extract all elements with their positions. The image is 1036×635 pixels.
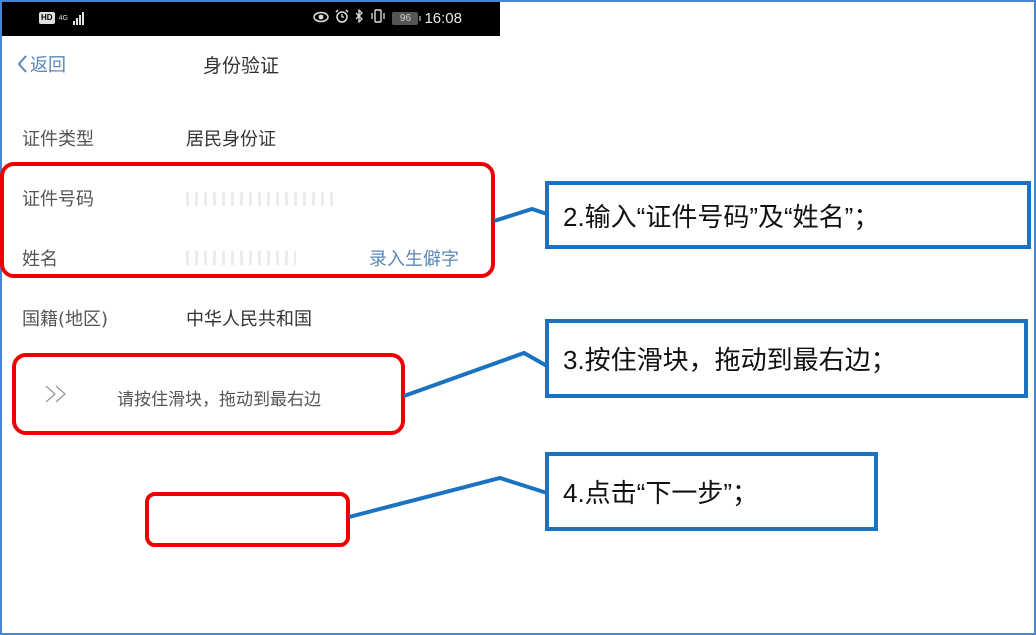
battery-icon: 96 (392, 12, 422, 25)
status-left: HD 4G (39, 11, 84, 25)
rare-character-link[interactable]: 录入生僻字 (369, 249, 459, 270)
hd-icon: HD (39, 12, 55, 24)
id-type-label: 证件类型 (22, 129, 94, 150)
name-input[interactable] (186, 251, 296, 265)
slider-handle[interactable] (44, 384, 70, 408)
name-label: 姓名 (22, 249, 58, 270)
4g-icon: 4G (58, 14, 68, 22)
eye-icon (313, 10, 330, 28)
page-title: 身份验证 (203, 55, 280, 77)
back-button[interactable]: 返回 (16, 51, 66, 77)
nationality-value[interactable]: 中华人民共和国 (186, 309, 312, 330)
status-right: 96 16:08 (313, 8, 462, 28)
status-bar: HD 4G 96 16:08 (2, 2, 500, 36)
back-label: 返回 (30, 55, 66, 76)
id-number-label: 证件号码 (22, 189, 94, 210)
callout-step-3: 3.按住滑块，拖动到最右边； (545, 319, 1028, 398)
slider-hint: 请按住滑块，拖动到最右边 (117, 390, 321, 410)
chevron-left-icon (17, 55, 27, 73)
nationality-label: 国籍(地区) (22, 309, 109, 330)
alarm-icon (335, 9, 349, 28)
id-type-value[interactable]: 居民身份证 (186, 129, 276, 150)
double-chevron-right-icon (45, 385, 66, 403)
vibrate-icon (370, 9, 386, 28)
id-number-input[interactable] (186, 192, 336, 206)
highlight-next-button-box (145, 492, 350, 547)
clock-time: 16:08 (424, 10, 462, 27)
callout-step-4: 4.点击“下一步”； (545, 452, 878, 531)
callout-step-2: 2.输入“证件号码”及“姓名”； (545, 181, 1031, 249)
signal-icon (72, 11, 84, 25)
bluetooth-icon (355, 8, 364, 28)
highlight-id-name-box (0, 162, 495, 278)
highlight-slider-box (12, 353, 405, 435)
